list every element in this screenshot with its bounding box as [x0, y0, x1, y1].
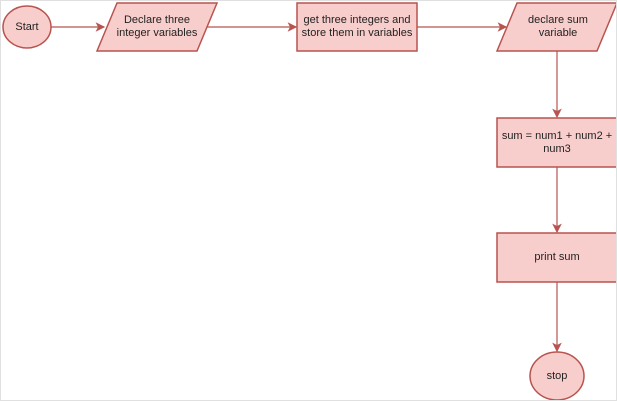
start-label: Start	[15, 20, 39, 33]
declare-sum-label: declare sum variable	[528, 14, 588, 39]
declare-vars-label: Declare three integer variables	[116, 14, 198, 39]
get-ints-label: get three integers and store them in var…	[301, 14, 413, 39]
print-label: print sum	[534, 251, 580, 263]
declare-sum-node[interactable]	[495, 2, 617, 52]
compute-label: sum = num1 + num2 + num3	[501, 129, 613, 155]
get-ints-node[interactable]	[296, 2, 418, 52]
declare-vars-node[interactable]	[95, 2, 219, 52]
stop-label: stop	[546, 369, 568, 382]
